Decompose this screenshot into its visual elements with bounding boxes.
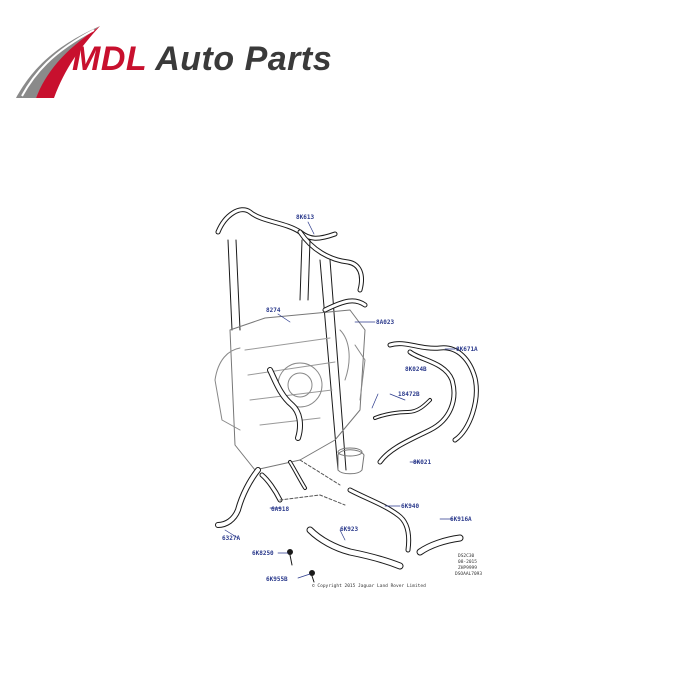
callout-label: 8K613 <box>296 214 315 221</box>
callout-label: 8A023 <box>376 319 395 326</box>
callout-label: 8K671A <box>456 346 478 353</box>
reference-line: DS2C30 <box>458 554 475 559</box>
callout-label: 6K940 <box>401 503 420 510</box>
callout-label: 6327A <box>222 535 241 542</box>
brand-logo-text: MDL Auto Parts <box>72 40 332 79</box>
reference-line: 08-2015 <box>458 560 477 565</box>
callout-label: 6A918 <box>271 506 290 513</box>
callout-label: 18472B <box>398 391 420 398</box>
callout-label: 8274 <box>266 307 281 314</box>
callout-label: 6K955B <box>266 576 288 583</box>
callout-label: 6K916A <box>450 516 472 523</box>
brand-suffix: Auto Parts <box>155 40 333 78</box>
callout-label: 8K021 <box>413 459 432 466</box>
copyright-note: © Copyright 2015 Jaguar Land Rover Limit… <box>312 584 426 589</box>
brand-swoosh-icon <box>16 26 100 98</box>
callout-label: 8K024B <box>405 366 427 373</box>
reference-line: DSOAAL7093 <box>455 572 483 577</box>
brand-prefix: MDL <box>72 40 147 78</box>
callout-label: 6K8250 <box>252 550 274 557</box>
reference-line: ZHP9999 <box>458 566 477 571</box>
callout-label: 6K923 <box>340 526 359 533</box>
